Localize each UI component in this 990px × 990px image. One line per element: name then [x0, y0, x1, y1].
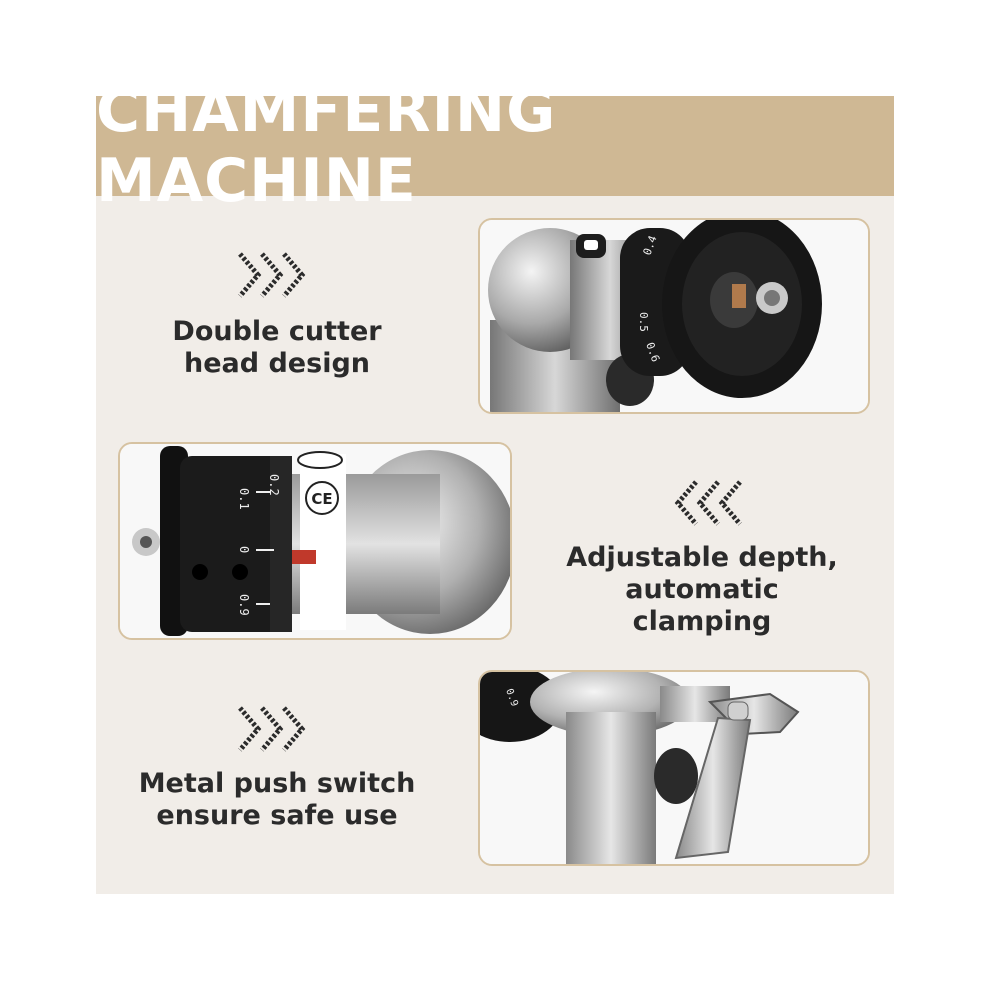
- feature-push-switch: Metal push switch ensure safe use: [127, 768, 427, 832]
- feature-line: Adjustable depth,: [566, 542, 838, 573]
- feature-line: ensure safe use: [156, 800, 398, 831]
- ce-mark: CE: [311, 490, 332, 508]
- feature-line: Metal push switch: [138, 768, 416, 799]
- chevrons-right-icon: [238, 252, 306, 298]
- feature-double-cutter: Double cutter head design: [127, 316, 427, 380]
- photo-depth-dial: CE 0.2 0.1 0 0.9: [118, 442, 512, 640]
- dial-label: 0.5: [637, 312, 650, 332]
- title-banner: CHAMFERING MACHINE: [96, 76, 894, 216]
- feature-line: automatic clamping: [625, 574, 779, 637]
- dial-label: 0: [237, 546, 251, 553]
- dial-label: 0.6: [643, 341, 662, 364]
- feature-adjustable-depth: Adjustable depth, automatic clamping: [552, 542, 852, 638]
- photo-push-switch: 0.9: [478, 670, 870, 866]
- feature-line: Double cutter: [172, 316, 382, 347]
- chevrons-right-icon: [238, 706, 306, 752]
- dial-label: 0.2: [267, 474, 281, 496]
- dial-label: 0.1: [237, 488, 251, 510]
- page-title: CHAMFERING MACHINE: [96, 76, 557, 216]
- feature-line: head design: [184, 348, 370, 379]
- photo-cutter-head: 0.4 0.5 0.6: [478, 218, 870, 414]
- chevrons-left-icon: [674, 480, 742, 526]
- dial-label: 0.9: [237, 594, 251, 616]
